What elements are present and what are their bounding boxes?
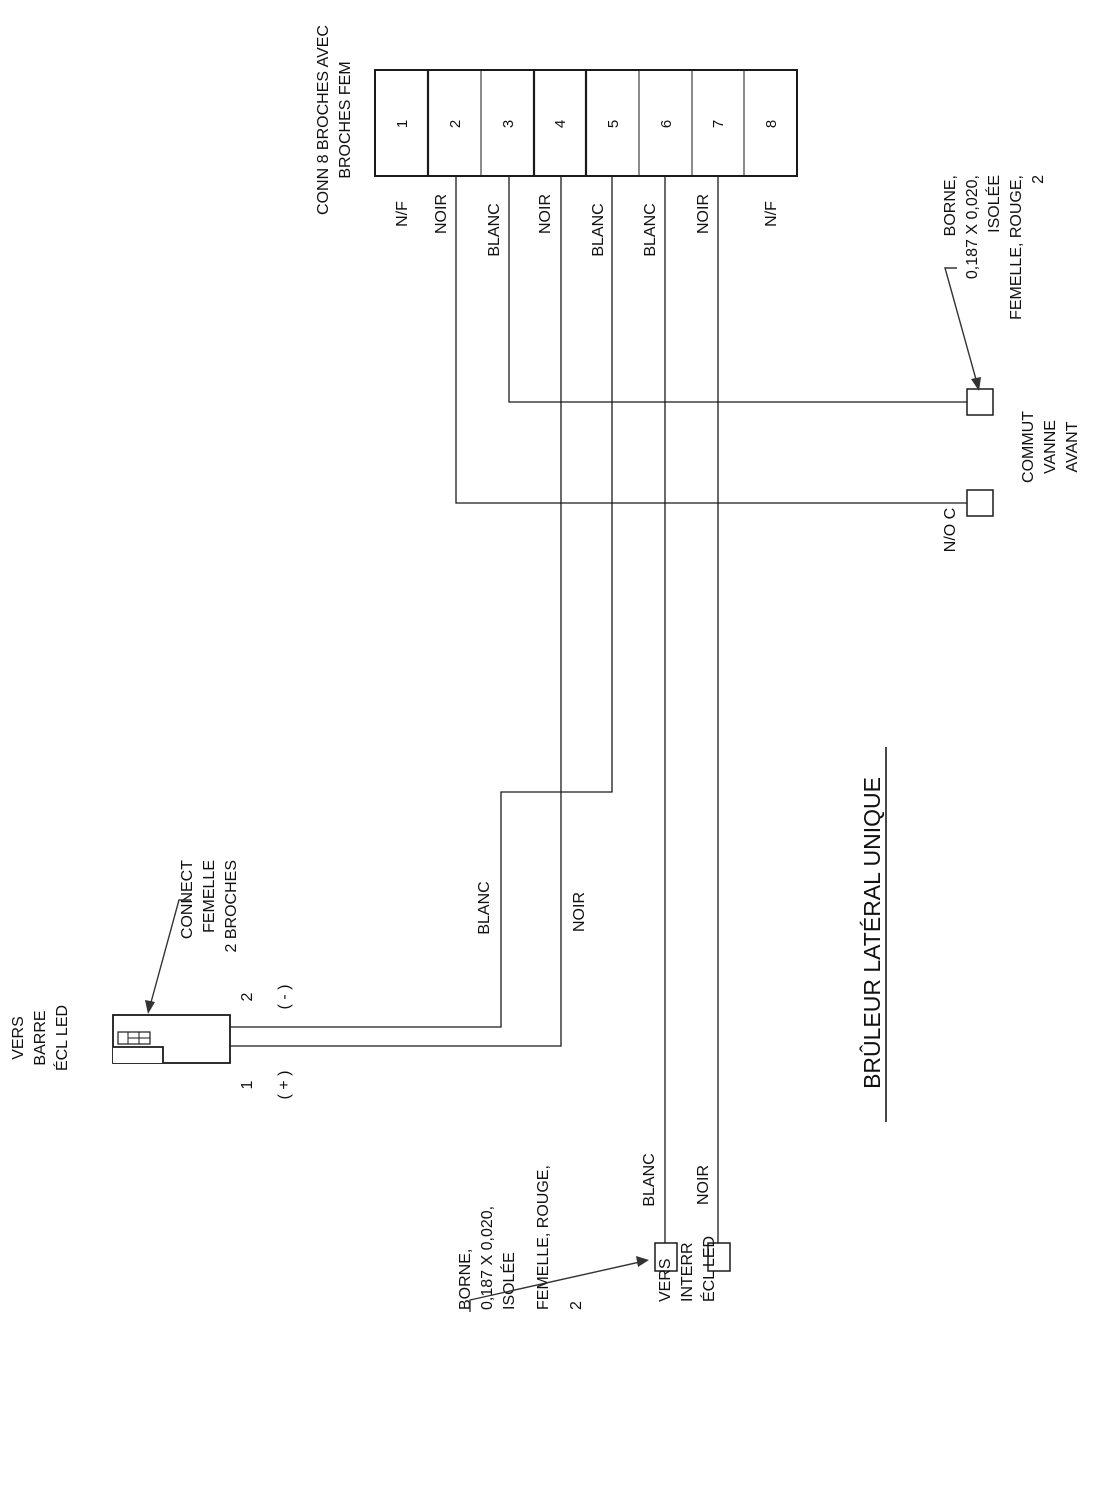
connector-8-label-line1: CONN 8 BROCHES AVEC (315, 25, 332, 215)
wire-label-black-led: NOIR (571, 892, 588, 932)
pin-number-6: 6 (658, 120, 675, 128)
led-bar-label-line3: ÉCL LED (52, 1005, 71, 1071)
terminal-top-label-line1: BORNE, (942, 175, 959, 236)
connector-8-pin: 1 2 3 4 5 6 7 8 (374, 69, 798, 177)
pin-number-2: 2 (447, 120, 464, 128)
led-switch-label-line3: ÉCL LED (699, 1236, 718, 1302)
terminal-top-label-line4: FEMELLE, ROUGE, (1008, 175, 1025, 320)
wire-color-pin-5: BLANC (590, 203, 607, 256)
terminal-bottom-leader-arrow (469, 1256, 649, 1312)
led-pin-1-number: 1 (239, 1080, 256, 1089)
wire-color-pin-8: N/F (763, 201, 780, 227)
wire-color-pin-3: BLANC (486, 203, 503, 256)
wire-label-white-led: BLANC (476, 881, 493, 934)
led-bar-connector (112, 1014, 231, 1064)
led-switch-terminal-white (654, 1242, 678, 1272)
wire-pin-4-to-led-plus (229, 176, 562, 1047)
led-pin-1-polarity: ( + ) (276, 1071, 293, 1100)
female-connector-label-line3: 2 BROCHES (223, 860, 240, 952)
terminal-top-label-line2: 0,187 X 0,020, (964, 175, 981, 279)
switch-contact-label: N/O C (942, 508, 959, 552)
pin-number-3: 3 (500, 120, 517, 128)
terminal-top-label-line5: 2 (1030, 175, 1047, 184)
terminal-bottom-label-line2: 0,187 X 0,020, (479, 1206, 496, 1310)
pin-number-8: 8 (763, 120, 780, 128)
wire-color-pin-6: BLANC (642, 203, 659, 256)
wire-color-pin-2: NOIR (433, 194, 450, 234)
wire-pin-3-to-c (508, 176, 967, 403)
led-switch-terminal-black (707, 1242, 731, 1272)
wire-pin-5-to-led-minus (229, 176, 613, 1028)
valve-switch-label-line1: COMMUT (1020, 411, 1037, 483)
led-pin-2-number: 2 (239, 992, 256, 1001)
pin-number-5: 5 (605, 120, 622, 128)
terminal-top-label-line3: ISOLÉE (984, 175, 1003, 233)
pin-number-4: 4 (552, 120, 569, 128)
valve-switch-label-line2: VANNE (1042, 420, 1059, 474)
terminal-bottom-label-line1: BORNE, (457, 1249, 474, 1310)
led-switch-label-line1: VERS (657, 1258, 674, 1302)
female-connector-label-line2: FEMELLE (201, 860, 218, 933)
wires (229, 176, 967, 1245)
terminal-bottom-label-line4: FEMELLE, ROUGE, (535, 1165, 552, 1310)
terminal-bottom-label-line5: 2 (568, 1301, 585, 1310)
wire-label-black-switch: NOIR (695, 1165, 712, 1205)
led-switch-terminals (654, 1242, 731, 1272)
wire-color-pin-4: NOIR (537, 194, 554, 234)
valve-switch-label-line3: AVANT (1064, 421, 1081, 472)
terminal-top-leader-arrow (944, 267, 981, 391)
led-bar-label-line1: VERS (10, 1016, 27, 1060)
wire-label-white-switch: BLANC (641, 1153, 658, 1206)
connector-8-label-line2: BROCHES FEM (337, 61, 354, 178)
wire-pin-2-to-no (455, 176, 967, 504)
valve-switch (966, 388, 994, 517)
pin-number-7: 7 (710, 120, 727, 128)
led-switch-label-line2: INTERR (679, 1242, 696, 1302)
female-connector-leader-arrow (145, 899, 191, 1014)
switch-terminal-no (966, 489, 994, 517)
led-bar-label-line2: BARRE (32, 1010, 49, 1065)
terminal-bottom-label-line3: ISOLÉE (499, 1252, 518, 1310)
diagram-title: BRÛLEUR LATÉRAL UNIQUE (858, 777, 885, 1089)
led-pin-2-polarity: ( - ) (276, 985, 293, 1010)
wire-color-pin-1: N/F (394, 201, 411, 227)
switch-terminal-c (966, 388, 994, 416)
pin-number-1: 1 (394, 120, 411, 128)
wire-color-pin-7: NOIR (695, 194, 712, 234)
